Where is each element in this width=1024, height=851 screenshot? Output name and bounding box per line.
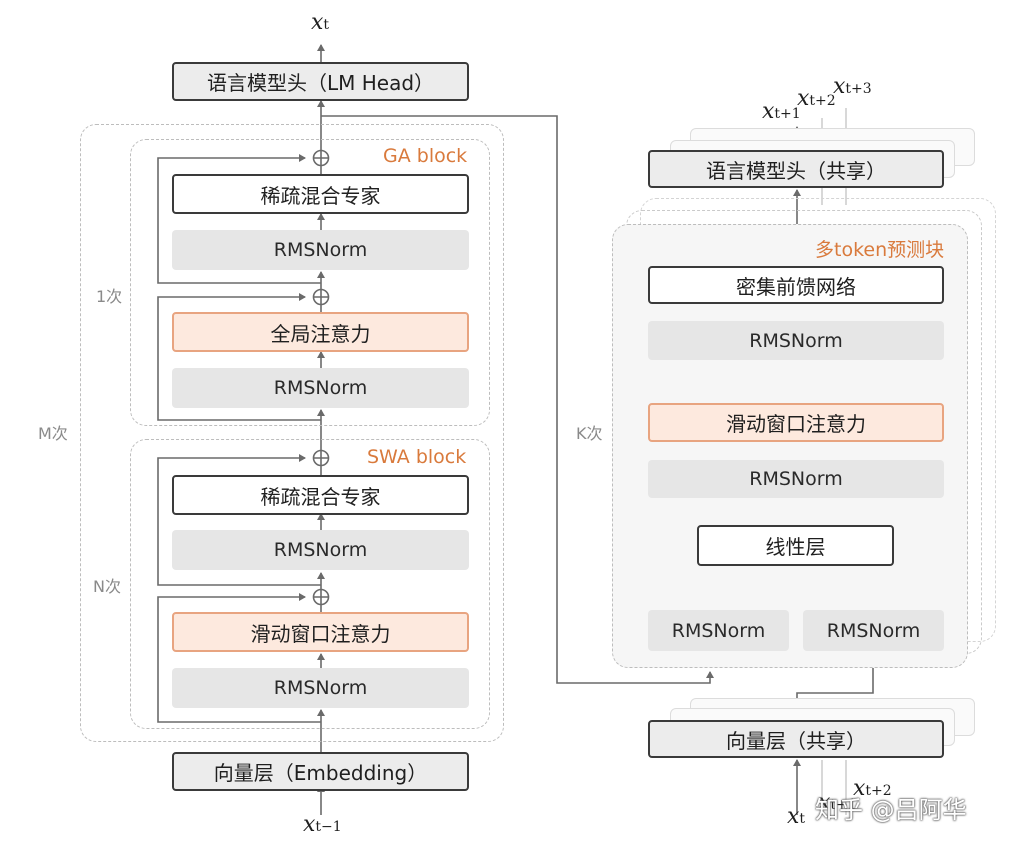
input-token-sub: t−1 (315, 819, 342, 835)
mtp-input-2-sub: t+1 (830, 797, 857, 813)
ga-moe: 稀疏混合专家 (172, 174, 469, 214)
ga-norm-bottom-label: RMSNorm (273, 377, 368, 399)
ga-norm-top-label: RMSNorm (273, 239, 368, 261)
mtp-output-2-sub: t+2 (809, 93, 836, 109)
lm-head: 语言模型头（LM Head） (172, 62, 469, 101)
mtp-input-token-2: xt+1 (818, 790, 857, 815)
mtp-linear: 线性层 (697, 525, 894, 566)
mtp-norm-ffn: RMSNorm (648, 321, 944, 360)
input-token: xt−1 (303, 812, 342, 837)
outer-repeat-count: M次 (38, 424, 68, 443)
swa-norm-top-label: RMSNorm (273, 539, 368, 561)
output-token-var: x (311, 10, 324, 35)
embedding-label: 向量层（Embedding） (213, 761, 428, 785)
swa-attention: 滑动窗口注意力 (172, 612, 469, 652)
input-token-var: x (303, 812, 316, 837)
swa-block-frame (130, 439, 490, 729)
mtp-input-1-sub: t (799, 811, 806, 827)
mtp-input-1-var: x (787, 804, 800, 829)
mtp-norm-right: RMSNorm (803, 610, 944, 651)
ga-norm-top: RMSNorm (172, 230, 469, 270)
mtp-attention-label: 滑动窗口注意力 (726, 412, 866, 436)
mtp-repeat-count: K次 (576, 424, 603, 443)
mtp-block-title: 多token预测块 (815, 239, 945, 261)
swa-moe: 稀疏混合专家 (172, 475, 469, 515)
mtp-output-2-var: x (797, 86, 810, 111)
mtp-output-token-3: xt+3 (833, 74, 872, 99)
watermark: 知乎 @吕阿华 (815, 796, 967, 824)
ga-attention: 全局注意力 (172, 312, 469, 352)
mtp-output-3-sub: t+3 (845, 81, 872, 97)
ga-norm-bottom: RMSNorm (172, 368, 469, 408)
mtp-ffn: 密集前馈网络 (648, 266, 944, 304)
mtp-output-3-var: x (833, 74, 846, 99)
mtp-output-token-2: xt+2 (797, 86, 836, 111)
ga-block-repeat: 1次 (96, 287, 123, 306)
mtp-output-token-1: xt+1 (762, 99, 801, 124)
mtp-norm-left-label: RMSNorm (671, 619, 766, 642)
outer-repeat-frame (80, 124, 504, 742)
ga-attention-label: 全局注意力 (270, 321, 371, 346)
swa-norm-bottom-label: RMSNorm (273, 677, 368, 699)
lm-head-label: 语言模型头（LM Head） (206, 71, 435, 95)
swa-block-title: SWA block (367, 446, 467, 468)
ga-block-title: GA block (383, 145, 468, 167)
mtp-output-1-sub: t+1 (774, 106, 801, 122)
mtp-norm-attn: RMSNorm (648, 460, 944, 498)
mtp-norm-right-label: RMSNorm (826, 619, 921, 642)
swa-moe-label: 稀疏混合专家 (260, 484, 381, 509)
mtp-lm-head-label: 语言模型头（共享） (706, 158, 886, 183)
mtp-input-2-var: x (818, 790, 831, 815)
output-token-sub: t (323, 17, 330, 33)
swa-norm-bottom: RMSNorm (172, 668, 469, 708)
mtp-lm-head: 语言模型头（共享） (648, 150, 944, 188)
swa-norm-top: RMSNorm (172, 530, 469, 570)
mtp-norm-attn-label: RMSNorm (749, 468, 843, 490)
swa-block-repeat: N次 (93, 577, 121, 596)
mtp-embedding-label: 向量层（共享） (726, 728, 866, 753)
mtp-output-1-var: x (762, 99, 775, 124)
ga-block-frame (130, 139, 490, 426)
swa-attention-label: 滑动窗口注意力 (250, 621, 391, 646)
mtp-attention: 滑动窗口注意力 (648, 403, 944, 442)
mtp-norm-left: RMSNorm (648, 610, 789, 651)
ga-moe-label: 稀疏混合专家 (260, 183, 381, 208)
mtp-input-3-var: x (853, 776, 866, 801)
mtp-input-token-1: xt (787, 804, 805, 829)
mtp-input-3-sub: t+2 (865, 783, 892, 799)
mtp-input-token-3: xt+2 (853, 776, 892, 801)
mtp-embedding: 向量层（共享） (648, 720, 944, 758)
mtp-norm-ffn-label: RMSNorm (749, 329, 843, 352)
mtp-ffn-label: 密集前馈网络 (736, 274, 856, 299)
mtp-linear-label: 线性层 (765, 535, 826, 559)
output-token: xt (311, 10, 329, 35)
embedding: 向量层（Embedding） (172, 752, 469, 791)
